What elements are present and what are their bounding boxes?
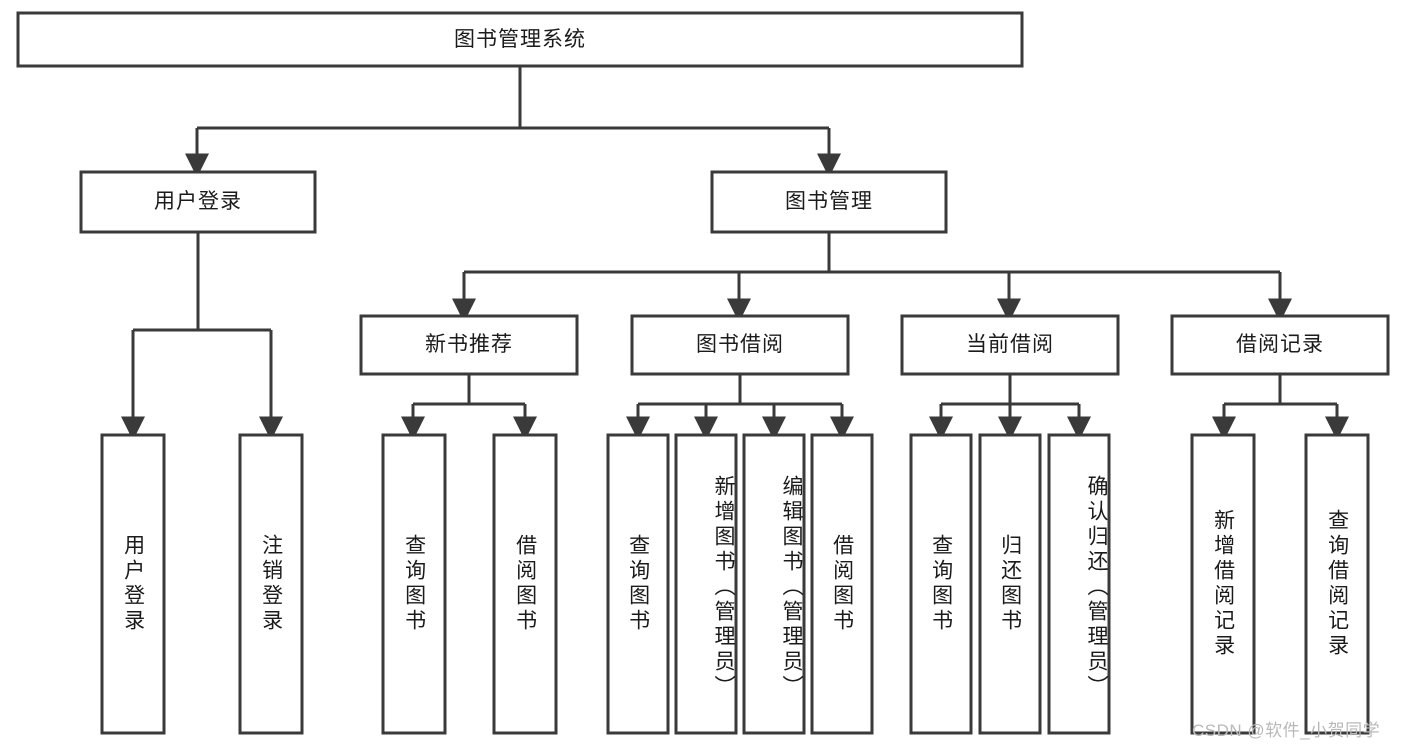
node-leaf-edit-book-box: [742, 433, 806, 735]
node-book-manage-box: [710, 170, 948, 234]
node-leaf-query-book-2-box: [606, 433, 670, 735]
csdn-watermark: CSDN @软件_小贺同学: [1192, 721, 1381, 740]
node-root-box: [16, 11, 1024, 68]
node-leaf-borrow-book-2-box: [810, 433, 874, 735]
node-leaf-logout-login-box: [238, 433, 304, 735]
node-book-borrow-box: [630, 314, 850, 376]
node-leaf-user-login-box: [100, 433, 166, 735]
node-leaf-add-book-box: [674, 433, 738, 735]
node-user-login-box: [79, 170, 317, 234]
node-leaf-add-record-box: [1190, 433, 1256, 735]
node-leaf-query-record-box: [1304, 433, 1370, 735]
node-leaf-borrow-book-1-box: [492, 433, 558, 735]
node-leaf-return-book-box: [978, 433, 1042, 735]
node-borrow-record-box: [1170, 314, 1390, 376]
node-leaf-confirm-return-box: [1047, 433, 1111, 735]
node-new-book-recommend-box: [359, 314, 579, 376]
node-current-borrow-box: [900, 314, 1120, 376]
node-leaf-query-book-3-box: [909, 433, 973, 735]
node-leaf-query-book-1-box: [381, 433, 447, 735]
